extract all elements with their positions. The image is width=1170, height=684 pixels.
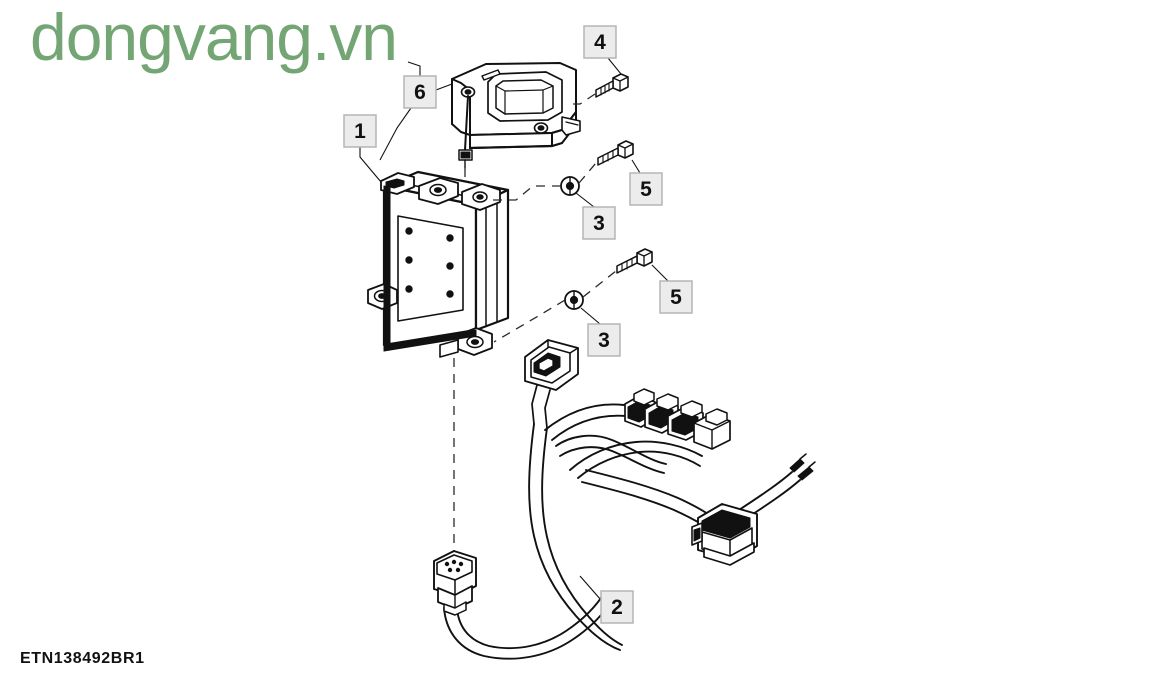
mounting-bracket bbox=[451, 62, 581, 169]
callout-3-lower-label: 3 bbox=[598, 329, 610, 352]
bracket-bolt bbox=[595, 73, 629, 98]
drawing-code: ETN138492BR1 bbox=[20, 650, 145, 667]
callout-6-label: 6 bbox=[414, 81, 426, 104]
callout-2[interactable]: 2 bbox=[600, 590, 634, 624]
callout-1-label: 1 bbox=[354, 120, 366, 143]
callout-4-label: 4 bbox=[594, 31, 606, 54]
callout-leader-lines bbox=[359, 57, 669, 601]
watermark-text: dongvang.vn bbox=[30, 0, 397, 74]
mounting-bolt-upper bbox=[597, 140, 634, 166]
callout-5-upper[interactable]: 5 bbox=[629, 172, 663, 206]
callout-3-upper[interactable]: 3 bbox=[582, 206, 616, 240]
harness-connector-right bbox=[691, 503, 758, 566]
callout-5-upper-label: 5 bbox=[640, 178, 652, 201]
harness-wire-ends bbox=[789, 453, 816, 481]
callout-2-label: 2 bbox=[611, 596, 623, 619]
mounting-bolt-lower bbox=[616, 248, 653, 274]
harness-connector-cluster bbox=[624, 388, 731, 450]
harness-connector-upper-left bbox=[524, 339, 579, 429]
callout-6[interactable]: 6 bbox=[403, 75, 437, 109]
washer-upper bbox=[560, 176, 580, 196]
callout-1[interactable]: 1 bbox=[343, 114, 377, 148]
callout-3-upper-label: 3 bbox=[593, 212, 605, 235]
callout-4[interactable]: 4 bbox=[583, 25, 617, 59]
callout-5-lower-label: 5 bbox=[670, 286, 682, 309]
callout-3-lower[interactable]: 3 bbox=[587, 323, 621, 357]
callout-5-lower[interactable]: 5 bbox=[659, 280, 693, 314]
assembly-alignment-lines bbox=[453, 93, 617, 560]
washer-lower bbox=[564, 290, 584, 310]
wiring-harness bbox=[433, 339, 816, 660]
harness-connector-ecu bbox=[433, 550, 477, 616]
ecu-control-module bbox=[367, 170, 510, 358]
